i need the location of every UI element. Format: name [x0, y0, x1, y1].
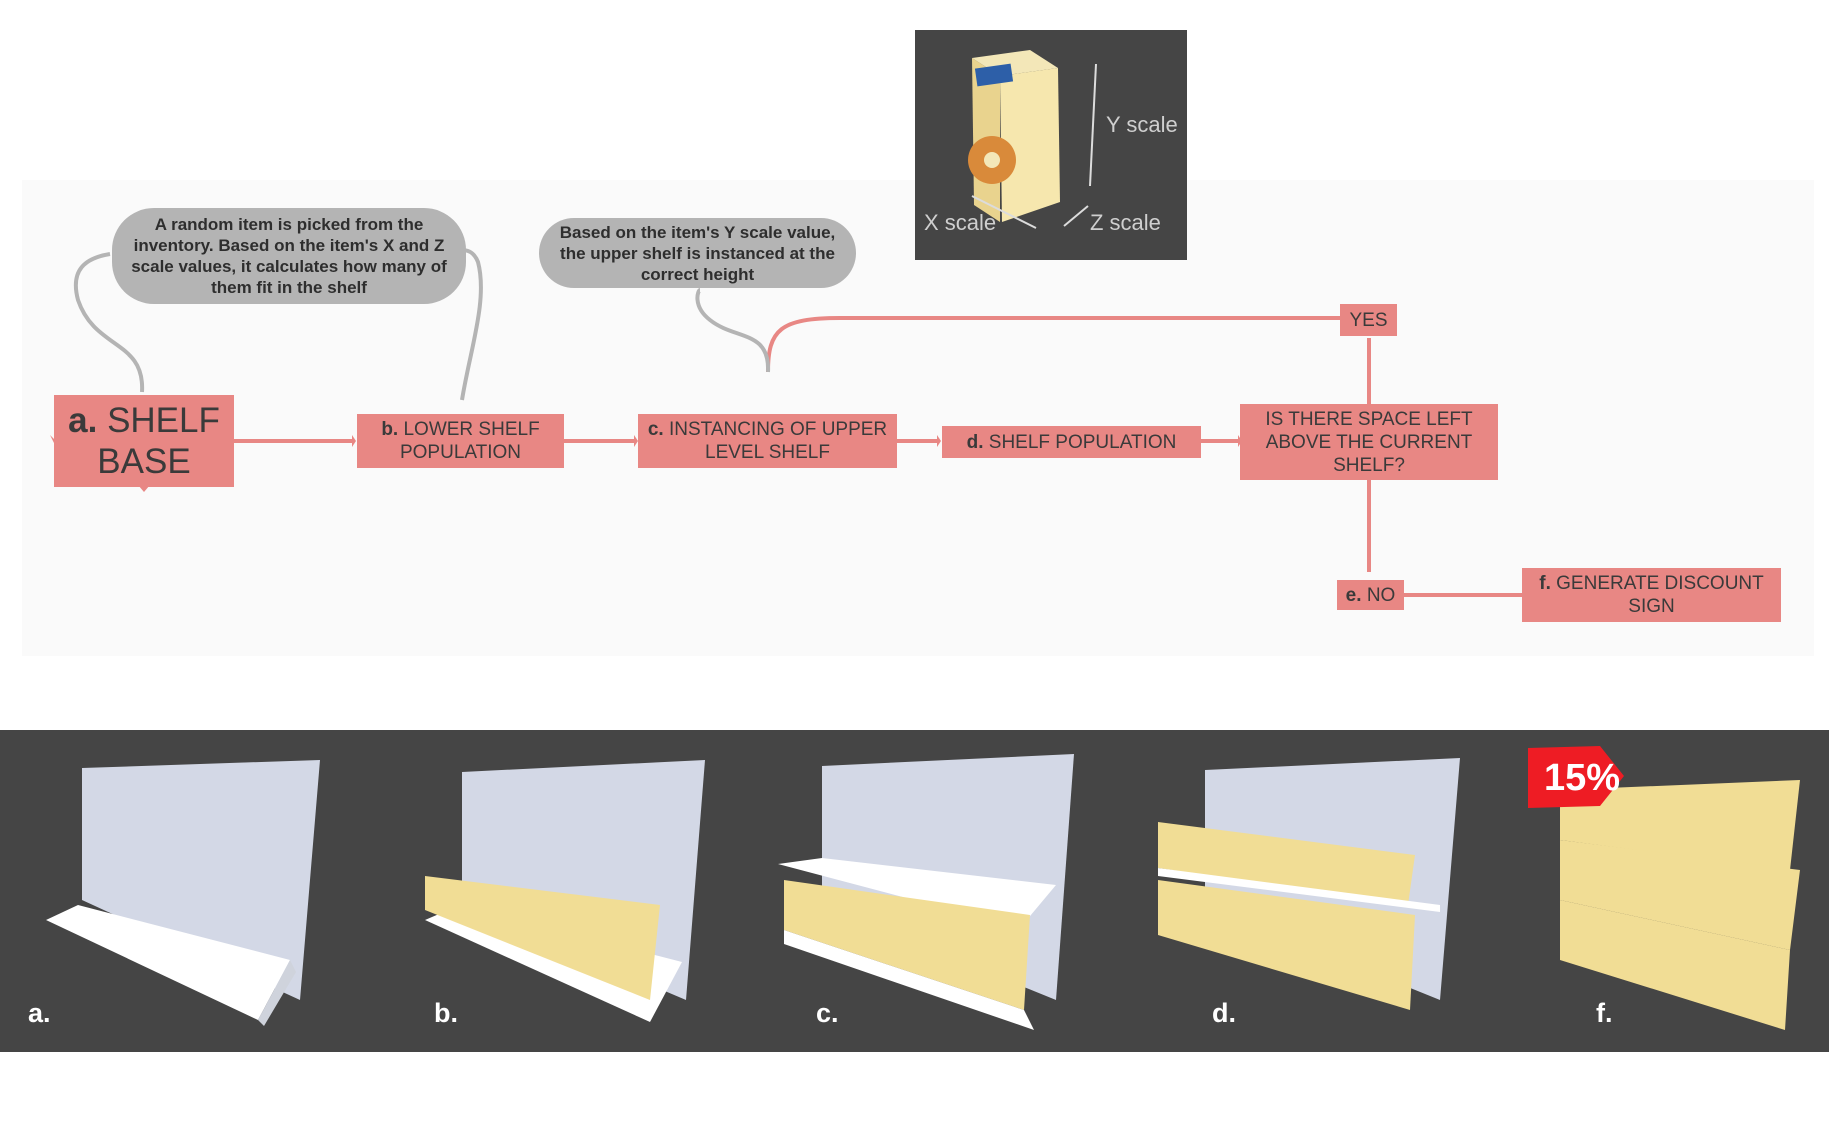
node-space-left-question: IS THERE SPACE LEFT ABOVE THE CURRENT SH… [1240, 404, 1498, 480]
shelf-step-f [1528, 746, 1800, 1030]
product-axis-lines [971, 63, 1097, 229]
shelf-step-d [1158, 758, 1460, 1010]
node-yes: YES [1340, 304, 1397, 336]
y-scale-label: Y scale [1106, 112, 1178, 137]
note-connectors [73, 248, 771, 401]
node-b-lower-shelf-population: b. LOWER SHELF POPULATION [357, 414, 564, 468]
shelf-step-b [425, 760, 705, 1022]
panel-label-c: c. [816, 998, 839, 1028]
node-c-instancing-upper-shelf: c. INSTANCING OF UPPER LEVEL SHELF [638, 414, 897, 468]
node-a-shelf-base: a. SHELF BASE [54, 395, 234, 487]
shelf-step-a [46, 760, 320, 1026]
panel-label-d: d. [1212, 998, 1236, 1028]
note-item-selection: A random item is picked from the invento… [112, 208, 466, 304]
product-box-illustration [968, 50, 1060, 222]
discount-sign [1528, 746, 1624, 808]
shelf-step-c [778, 754, 1074, 1030]
node-d-shelf-population: d. SHELF POPULATION [942, 426, 1201, 458]
node-f-generate-discount-sign: f. GENERATE DISCOUNT SIGN [1522, 568, 1781, 622]
x-scale-label: X scale [924, 210, 997, 235]
z-scale-label: Z scale [1090, 210, 1161, 235]
note-upper-shelf: Based on the item's Y scale value, the u… [539, 218, 856, 288]
discount-sign-text: 15% [1544, 757, 1620, 799]
panel-label-a: a. [28, 998, 51, 1028]
panel-label-b: b. [434, 998, 458, 1028]
panel-label-f: f. [1596, 998, 1613, 1028]
node-e-no: e. NO [1337, 580, 1404, 610]
